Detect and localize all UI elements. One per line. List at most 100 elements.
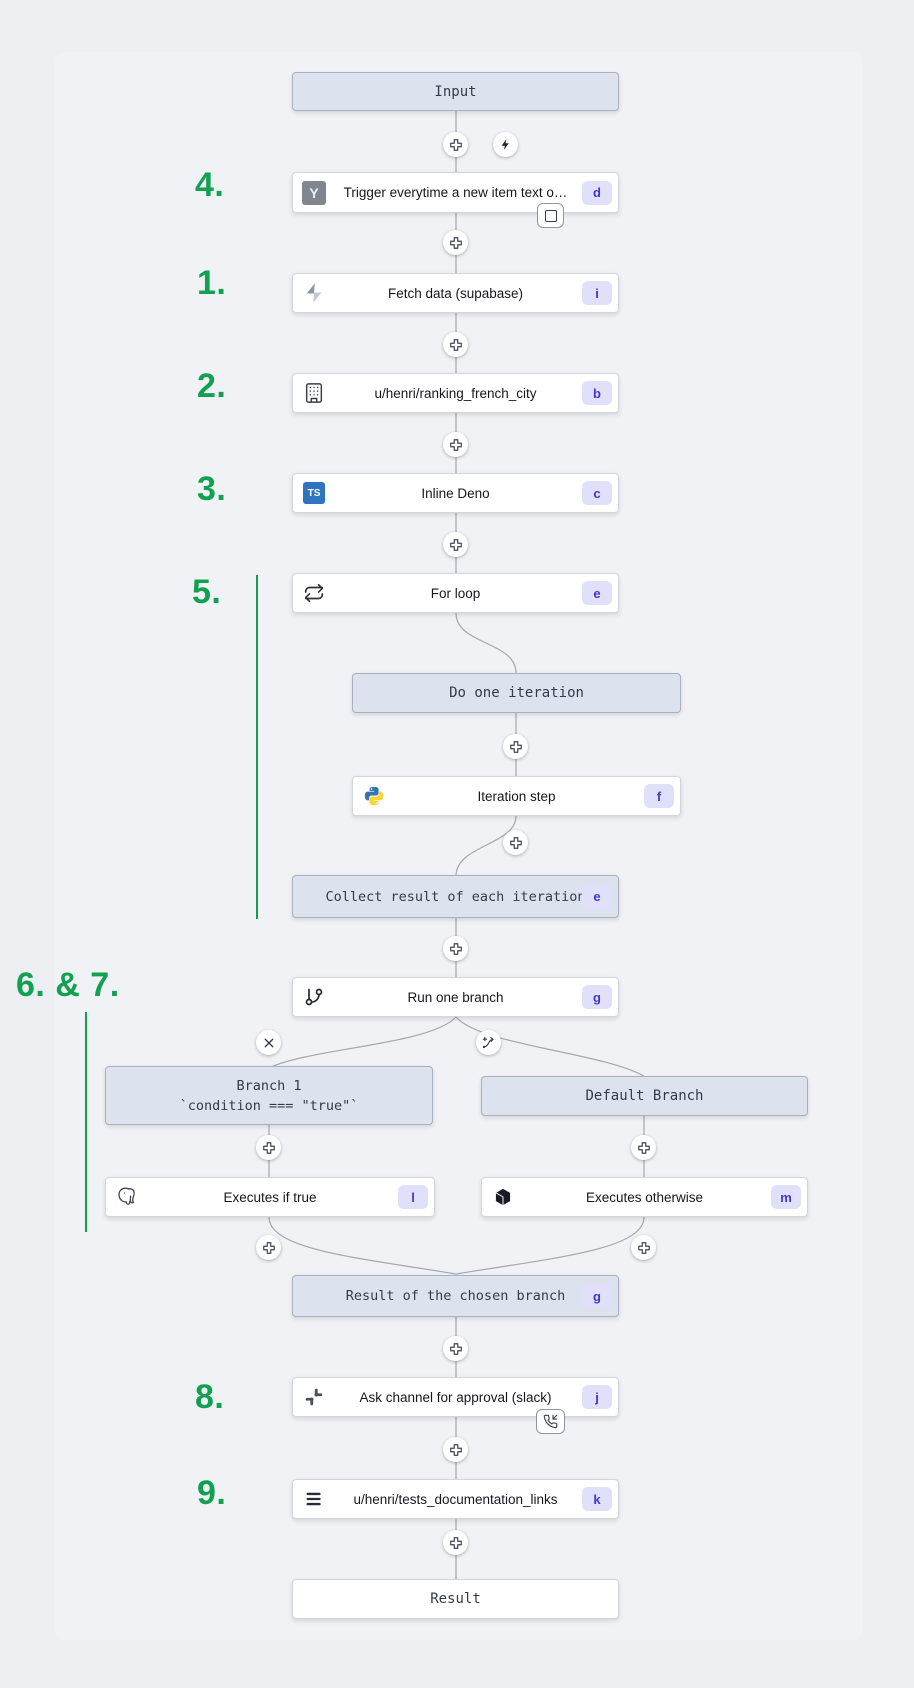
step-label: For loop <box>430 585 481 601</box>
building-icon <box>302 381 326 405</box>
step-node-inline-deno[interactable]: TS Inline Deno c <box>292 473 619 513</box>
step-node-trigger[interactable]: Y Trigger everytime a new item text o… d <box>292 172 619 213</box>
suspend-approval-button[interactable] <box>536 1409 565 1434</box>
postgresql-icon <box>115 1185 139 1209</box>
step-label: u/henri/ranking_french_city <box>374 385 537 401</box>
step-id-badge: f <box>644 784 674 808</box>
plus-icon <box>449 942 462 955</box>
plus-icon <box>449 338 462 351</box>
step-node-ask-approval-slack[interactable]: Ask channel for approval (slack) j <box>292 1377 619 1417</box>
add-step-button[interactable] <box>503 734 528 759</box>
loop-scope-line <box>256 575 258 919</box>
remove-branch-button[interactable] <box>256 1030 281 1055</box>
plus-icon <box>637 1141 650 1154</box>
add-step-button[interactable] <box>443 1530 468 1555</box>
add-step-button[interactable] <box>443 532 468 557</box>
trigger-bolt-button[interactable] <box>493 132 518 157</box>
close-icon <box>264 1038 273 1047</box>
annotation-8: 8. <box>195 1378 225 1416</box>
step-node-executes-otherwise[interactable]: Executes otherwise m <box>481 1177 808 1217</box>
plus-icon <box>449 1342 462 1355</box>
menu-icon <box>302 1487 326 1511</box>
input-node[interactable]: Input <box>292 72 619 111</box>
early-stop-button[interactable] <box>537 203 564 228</box>
step-id-badge: i <box>582 281 612 305</box>
step-label: Iteration step <box>477 788 556 804</box>
branch1-header-node[interactable]: Branch 1 `condition === "true"` <box>105 1066 433 1125</box>
step-node-iteration-step[interactable]: Iteration step f <box>352 776 681 816</box>
plus-icon <box>449 1443 462 1456</box>
step-id-badge: b <box>582 381 612 405</box>
step-node-ranking-french-city[interactable]: u/henri/ranking_french_city b <box>292 373 619 413</box>
step-id-badge: d <box>582 180 612 205</box>
step-node-executes-if-true[interactable]: Executes if true l <box>105 1177 435 1217</box>
branch-split-icon <box>482 1036 494 1049</box>
plus-icon <box>449 538 462 551</box>
plus-icon <box>262 1241 275 1254</box>
step-id-badge: l <box>398 1185 428 1209</box>
add-step-button[interactable] <box>443 230 468 255</box>
step-id-badge: e <box>582 884 612 909</box>
annotation-2: 2. <box>197 367 227 405</box>
add-step-button[interactable] <box>443 936 468 961</box>
do-one-iteration-node[interactable]: Do one iteration <box>352 673 681 713</box>
annotation-1: 1. <box>197 264 227 302</box>
annotation-6-7: 6. & 7. <box>16 966 120 1004</box>
add-step-button[interactable] <box>256 1235 281 1260</box>
python-icon <box>362 784 386 808</box>
bolt-icon <box>501 138 509 151</box>
plus-icon <box>262 1141 275 1154</box>
loop-icon <box>302 581 326 605</box>
plus-icon <box>449 138 462 151</box>
slack-icon <box>302 1385 326 1409</box>
y-app-icon: Y <box>302 180 326 205</box>
branch1-condition: `condition === "true"` <box>179 1097 359 1114</box>
plus-icon <box>449 438 462 451</box>
chosen-branch-result-node[interactable]: Result of the chosen branch g <box>292 1275 619 1317</box>
step-label: Executes if true <box>223 1189 317 1205</box>
annotation-4: 4. <box>195 166 225 204</box>
plus-icon <box>449 1536 462 1549</box>
step-node-fetch-data[interactable]: Fetch data (supabase) i <box>292 273 619 313</box>
add-step-button[interactable] <box>443 1336 468 1361</box>
default-branch-label: Default Branch <box>585 1088 704 1104</box>
step-id-badge: g <box>582 985 612 1009</box>
add-step-button[interactable] <box>631 1235 656 1260</box>
annotation-5: 5. <box>192 573 222 611</box>
step-id-badge: k <box>582 1487 612 1511</box>
annotation-3: 3. <box>197 470 227 508</box>
add-step-button[interactable] <box>443 432 468 457</box>
default-branch-header-node[interactable]: Default Branch <box>481 1076 808 1116</box>
cube-icon <box>491 1185 515 1209</box>
annotation-9: 9. <box>197 1474 227 1512</box>
git-branch-icon <box>302 985 326 1009</box>
step-id-badge: c <box>582 481 612 505</box>
result-node[interactable]: Result <box>292 1579 619 1619</box>
collect-result-node[interactable]: Collect result of each iteration e <box>292 875 619 918</box>
add-step-button[interactable] <box>443 332 468 357</box>
step-id-badge: g <box>582 1284 612 1308</box>
step-node-run-one-branch[interactable]: Run one branch g <box>292 977 619 1017</box>
branch1-title: Branch 1 <box>236 1077 302 1094</box>
phone-incoming-icon <box>543 1414 558 1429</box>
result-label: Result <box>430 1591 481 1607</box>
plus-icon <box>509 836 522 849</box>
plus-icon <box>509 740 522 753</box>
add-step-button[interactable] <box>256 1135 281 1160</box>
step-id-badge: m <box>771 1185 801 1209</box>
input-label: Input <box>434 83 477 100</box>
step-node-tests-documentation-links[interactable]: u/henri/tests_documentation_links k <box>292 1479 619 1519</box>
add-step-button[interactable] <box>443 132 468 157</box>
branch-scope-line <box>85 1012 87 1232</box>
stop-square-icon <box>544 209 557 222</box>
chosen-branch-result-label: Result of the chosen branch <box>345 1288 566 1304</box>
add-step-button[interactable] <box>503 830 528 855</box>
step-label: Ask channel for approval (slack) <box>359 1389 552 1405</box>
add-step-button[interactable] <box>443 1437 468 1462</box>
step-node-for-loop[interactable]: For loop e <box>292 573 619 613</box>
do-one-iteration-label: Do one iteration <box>449 685 584 701</box>
add-step-button[interactable] <box>631 1135 656 1160</box>
add-branch-button[interactable] <box>476 1030 501 1055</box>
